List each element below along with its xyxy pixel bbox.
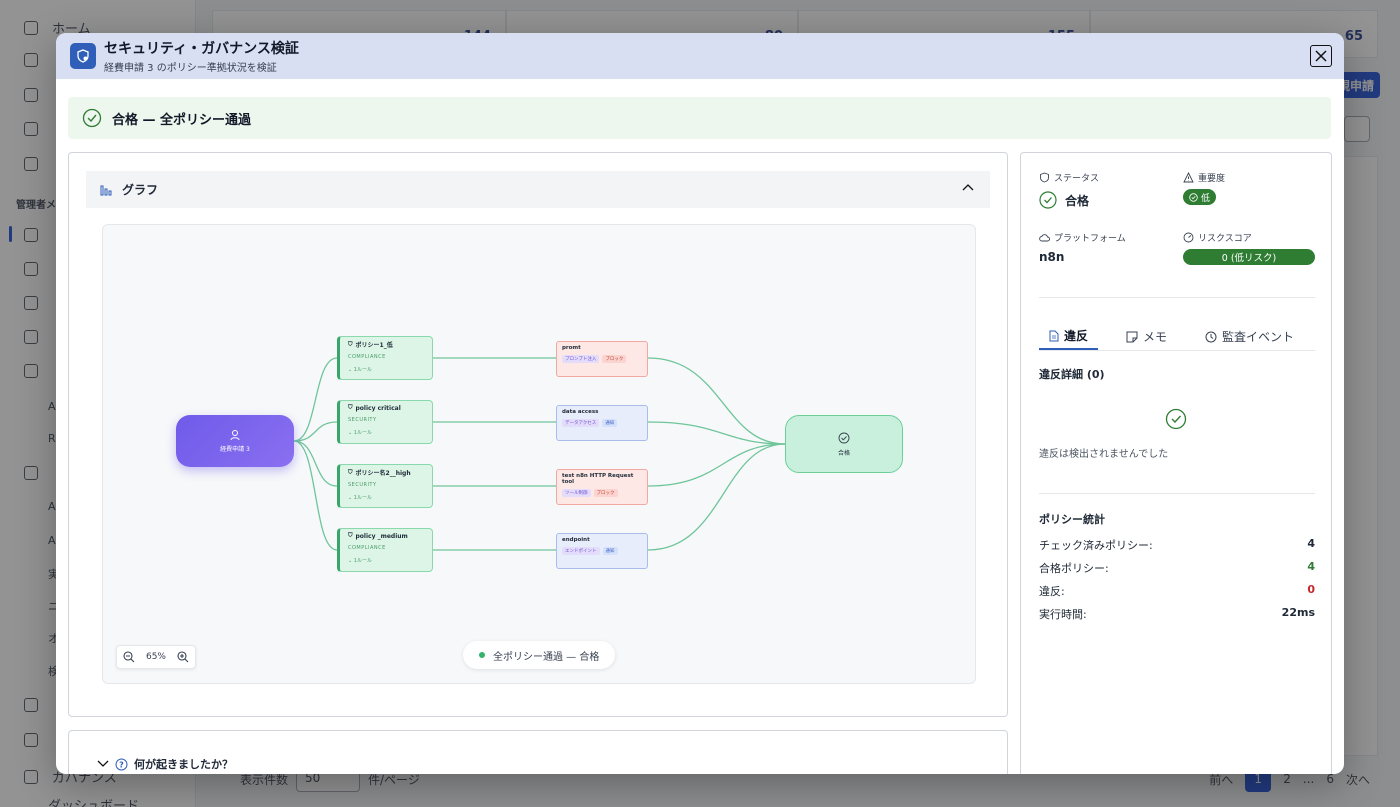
risk-label: リスクスコア bbox=[1183, 231, 1252, 244]
close-button[interactable] bbox=[1310, 45, 1332, 67]
platform-label: プラットフォーム bbox=[1039, 231, 1126, 244]
divider bbox=[1039, 297, 1315, 298]
result-banner: 合格 — 全ポリシー通過 bbox=[68, 97, 1331, 139]
edge bbox=[293, 440, 338, 487]
graph-edges bbox=[293, 357, 786, 551]
status-dot bbox=[479, 652, 485, 658]
tag: ブロック bbox=[593, 489, 618, 497]
what-happened-toggle[interactable]: ? 何が起きましたか？ bbox=[97, 756, 233, 772]
tag: 通知 bbox=[602, 419, 618, 427]
check-circle-icon bbox=[1039, 191, 1057, 209]
severity-badge: 低 bbox=[1183, 189, 1217, 205]
document-icon bbox=[1049, 330, 1059, 341]
tab-notes[interactable]: メモ bbox=[1116, 323, 1177, 350]
stat-row: 違反:0 bbox=[1039, 583, 1315, 598]
violations-title: 違反詳細 (0) bbox=[1039, 368, 1105, 381]
check-circle-icon bbox=[1189, 192, 1198, 202]
policy-node[interactable]: ⛉ポリシー1_低 COMPLIANCE ⌄ 1ルール bbox=[337, 336, 433, 380]
status-value: 合格 bbox=[1039, 191, 1089, 209]
check-circle-icon bbox=[838, 432, 850, 443]
note-icon bbox=[1126, 331, 1138, 342]
modal-subtitle: 経費申請 3 のポリシー準拠状況を検証 bbox=[104, 63, 277, 74]
action-node[interactable]: endpoint エンドポイント通知 bbox=[556, 533, 648, 569]
chevron-up-icon[interactable] bbox=[962, 183, 974, 191]
graph-header[interactable]: グラフ bbox=[86, 171, 990, 208]
chevron-down-icon bbox=[97, 760, 109, 767]
help-circle-icon: ? bbox=[115, 758, 128, 770]
zoom-in-icon[interactable] bbox=[177, 651, 189, 663]
governance-modal: セキュリティ・ガバナンス検証 経費申請 3 のポリシー準拠状況を検証 合格 — … bbox=[56, 33, 1344, 774]
graph-card: グラフ bbox=[68, 152, 1008, 717]
bar-chart-icon bbox=[100, 185, 112, 195]
tab-audit-events[interactable]: 監査イベント bbox=[1195, 323, 1304, 350]
policy-node[interactable]: ⛉policy critical SECURITY ⌄ 1ルール bbox=[337, 400, 433, 444]
graph-canvas[interactable]: 経費申請 3 ⛉ポリシー1_低 COMPLIANCE ⌄ 1ルール ⛉polic… bbox=[102, 224, 976, 684]
edge bbox=[647, 357, 786, 445]
action-node[interactable]: promt プロンプト注入ブロック bbox=[556, 341, 648, 377]
zoom-control: 65% bbox=[116, 645, 196, 669]
request-node[interactable]: 経費申請 3 bbox=[176, 415, 294, 467]
svg-text:?: ? bbox=[119, 760, 124, 769]
status-label: ステータス bbox=[1039, 171, 1099, 184]
user-icon bbox=[230, 430, 240, 441]
stat-row: 合格ポリシー:4 bbox=[1039, 560, 1315, 575]
shield-icon bbox=[1040, 172, 1049, 183]
policy-node[interactable]: ⛉policy _medium COMPLIANCE ⌄ 1ルール bbox=[337, 528, 433, 572]
tag: ツール制御 bbox=[562, 489, 591, 497]
history-icon bbox=[1205, 331, 1217, 342]
graph-legend: 全ポリシー通過 — 合格 bbox=[463, 641, 616, 669]
severity-label: 重要度 bbox=[1183, 171, 1225, 184]
risk-score-bar: 0 (低リスク) bbox=[1183, 249, 1315, 265]
shield-icon: ⛉ bbox=[348, 532, 353, 539]
edge bbox=[647, 443, 786, 487]
check-circle-icon bbox=[82, 108, 102, 128]
violations-empty-message: 違反は検出されませんでした bbox=[1039, 449, 1169, 460]
shield-icon: ⛉ bbox=[348, 468, 353, 476]
close-icon bbox=[1315, 50, 1327, 62]
shield-icon: ⛉ bbox=[348, 340, 353, 348]
tag: データアクセス bbox=[562, 419, 600, 427]
action-node[interactable]: data access データアクセス通知 bbox=[556, 405, 648, 441]
tab-violations[interactable]: 違反 bbox=[1039, 323, 1099, 350]
modal-header: セキュリティ・ガバナンス検証 経費申請 3 のポリシー準拠状況を検証 bbox=[56, 33, 1344, 79]
check-circle-icon bbox=[1165, 408, 1187, 434]
zoom-level: 65% bbox=[145, 652, 166, 662]
edge bbox=[293, 421, 338, 442]
divider bbox=[1039, 493, 1315, 494]
tag: ブロック bbox=[602, 355, 627, 363]
policy-node[interactable]: ⛉ポリシー名2__high SECURITY ⌄ 1ルール bbox=[337, 464, 433, 508]
modal-title: セキュリティ・ガバナンス検証 bbox=[104, 41, 299, 57]
tag: エンドポイント bbox=[562, 547, 600, 555]
zoom-out-icon[interactable] bbox=[123, 651, 135, 663]
details-panel: ステータス 合格 重要度 低 プラットフォーム n8n リスクスコア 0 (低リ… bbox=[1020, 152, 1332, 774]
edge bbox=[647, 443, 786, 551]
edge bbox=[293, 440, 338, 551]
platform-value: n8n bbox=[1039, 250, 1065, 264]
tag: 通知 bbox=[602, 547, 618, 555]
tag: プロンプト注入 bbox=[562, 355, 600, 363]
policy-stats-title: ポリシー統計 bbox=[1039, 513, 1105, 526]
edge bbox=[647, 421, 786, 445]
gauge-icon bbox=[1183, 232, 1194, 243]
shield-icon: ⛉ bbox=[348, 404, 353, 411]
edge bbox=[293, 357, 338, 442]
cloud-icon bbox=[1039, 234, 1050, 242]
what-happened-card: ? 何が起きましたか？ bbox=[68, 730, 1008, 774]
action-node[interactable]: test n8n HTTP Request tool ツール制御ブロック bbox=[556, 469, 648, 505]
shield-icon bbox=[70, 43, 96, 69]
result-node[interactable]: 合格 bbox=[785, 415, 903, 473]
warning-icon bbox=[1183, 172, 1194, 183]
details-tabs: 違反 メモ 監査イベント bbox=[1039, 323, 1315, 351]
stat-row: 実行時間:22ms bbox=[1039, 606, 1315, 621]
stat-row: チェック済みポリシー:4 bbox=[1039, 537, 1315, 552]
